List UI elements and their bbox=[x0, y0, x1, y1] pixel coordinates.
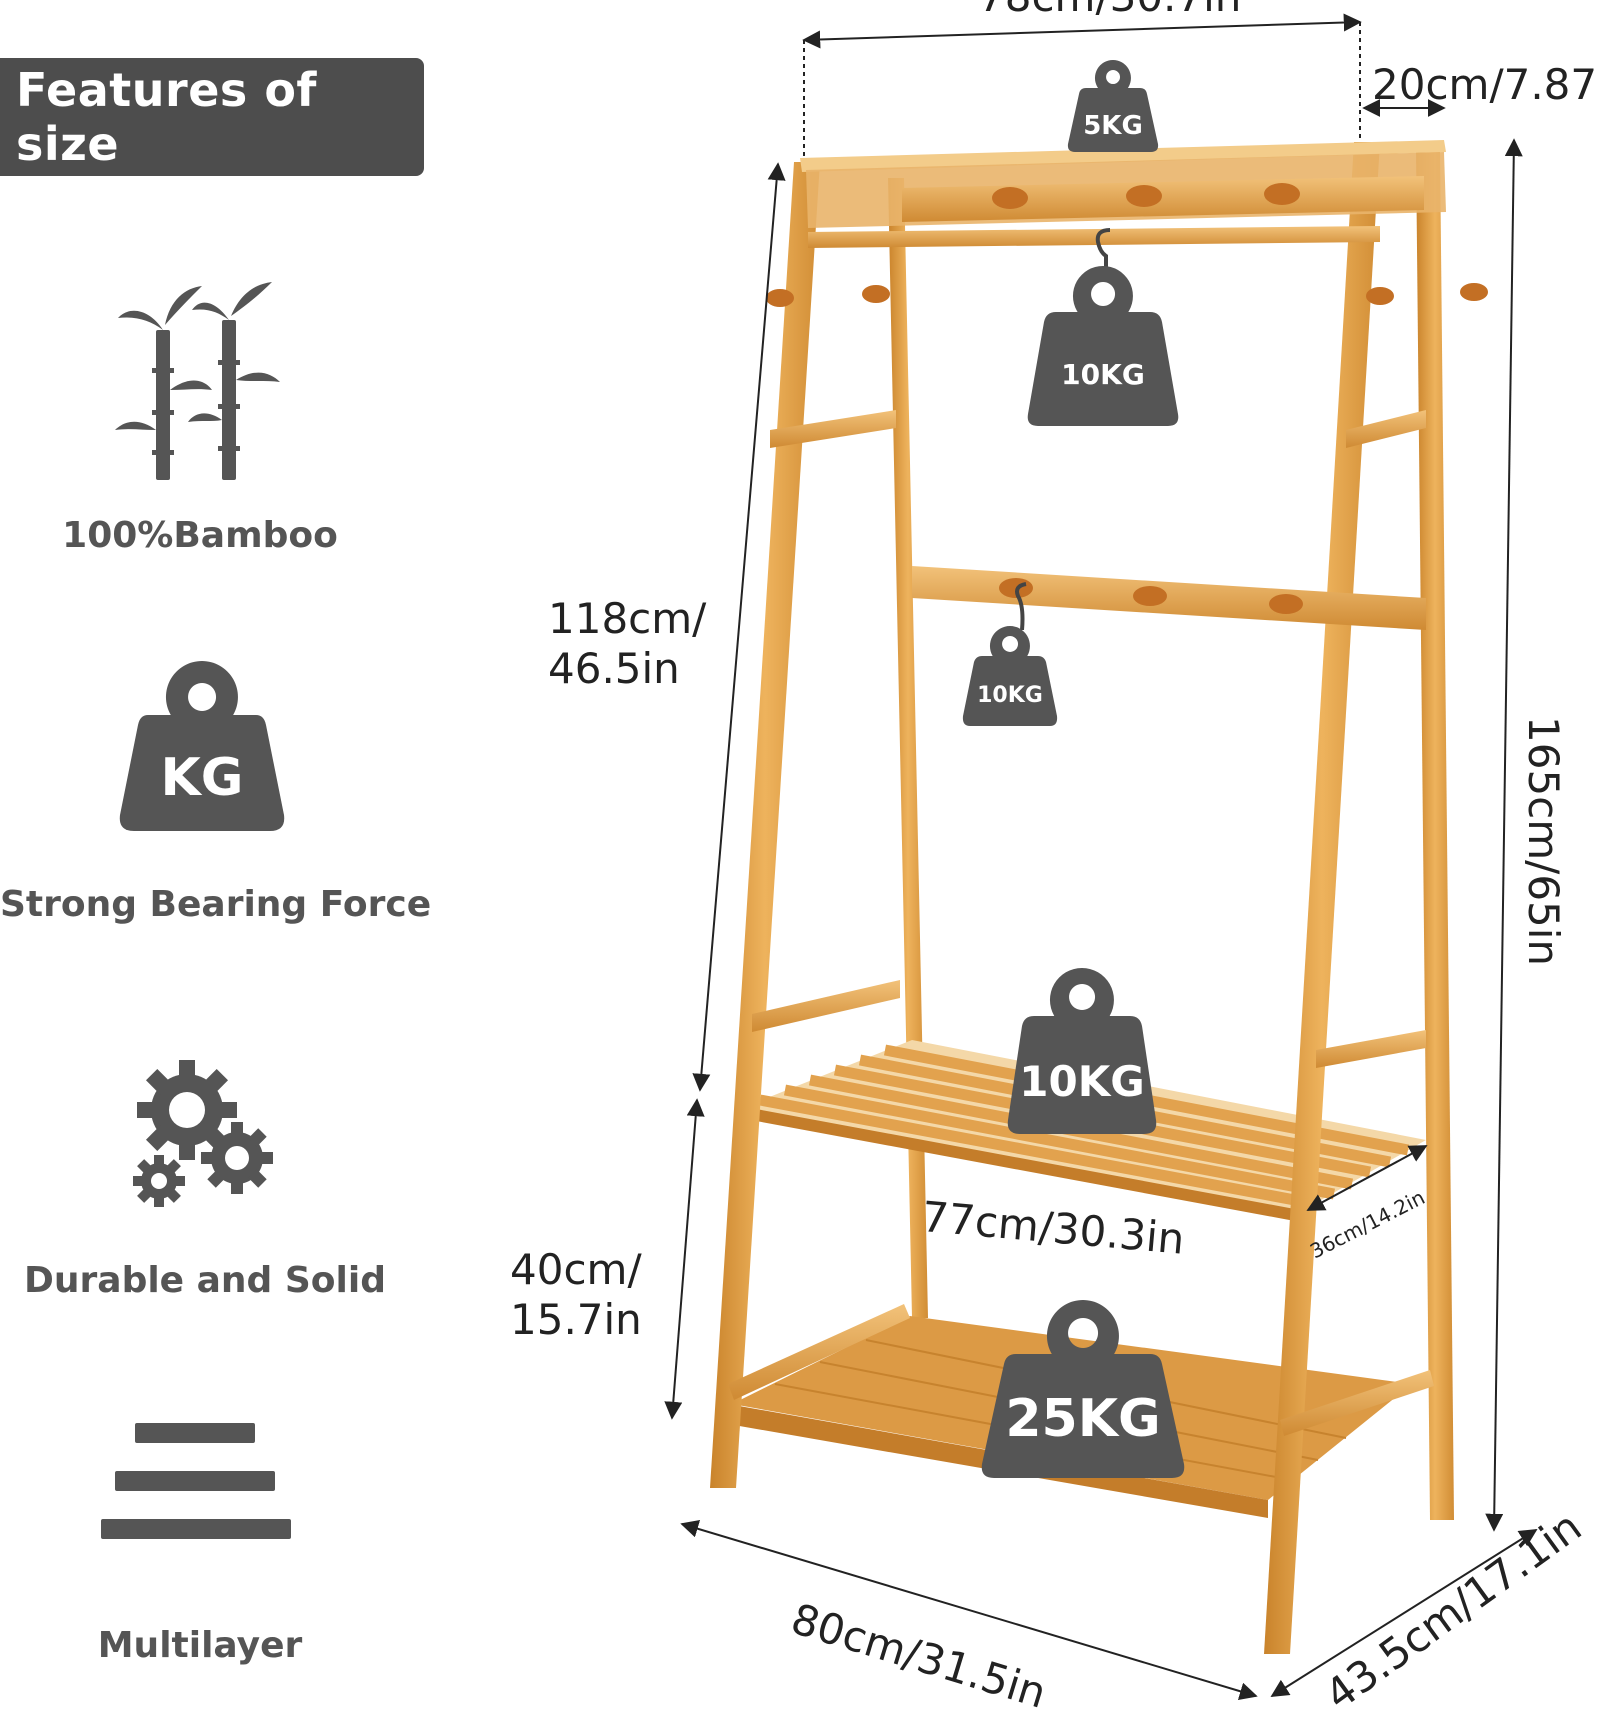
layers-icon bbox=[101, 1423, 291, 1539]
dim-top-depth: 20cm/7.87 bbox=[1372, 60, 1598, 109]
weight-middle-hooks: 10KG bbox=[977, 683, 1043, 708]
title-badge: Features of size bbox=[0, 58, 424, 176]
rack-top-shelf bbox=[800, 140, 1446, 172]
kg-icon-text: KG bbox=[161, 748, 244, 808]
dim-lower-height-line2: 15.7in bbox=[510, 1295, 642, 1345]
dim-lower-height: 40cm/ 15.7in bbox=[510, 1245, 642, 1346]
page-title: Features of size bbox=[16, 63, 317, 171]
rack-back-right-leg bbox=[1416, 150, 1454, 1520]
weight-top-shelf: 5KG bbox=[1083, 111, 1143, 141]
kg-weight-icon: KG bbox=[119, 661, 285, 831]
dim-top-width: 78cm/30.7in bbox=[978, 0, 1241, 22]
feature-label-durable: Durable and Solid bbox=[24, 1260, 386, 1301]
feature-label-bearing: Strong Bearing Force bbox=[0, 884, 432, 925]
weight-bottom-shelf: 25KG bbox=[1005, 1389, 1160, 1449]
dim-upper-height-line2: 46.5in bbox=[548, 644, 680, 694]
weight-tag-middle-shelf: 10KG bbox=[1007, 968, 1157, 1134]
rack-hooks bbox=[766, 183, 1488, 614]
dim-upper-height-line1: 118cm/ bbox=[548, 594, 707, 643]
feature-label-multilayer: Multilayer bbox=[97, 1625, 303, 1666]
rack-front-right-leg bbox=[1264, 142, 1380, 1654]
hook-icon bbox=[1015, 582, 1027, 630]
feature-label-bamboo: 100%Bamboo bbox=[62, 515, 338, 556]
dim-lower-height-line1: 40cm/ bbox=[510, 1245, 642, 1294]
dim-upper-height: 118cm/ 46.5in bbox=[548, 594, 706, 695]
weight-tag-hanging-rail: 10KG bbox=[1027, 266, 1179, 426]
dim-total-height: 165cm/65in bbox=[1519, 716, 1568, 967]
weight-tag-bottom-shelf: 25KG bbox=[981, 1300, 1185, 1478]
weight-hanging-rail: 10KG bbox=[1061, 358, 1145, 391]
bamboo-icon bbox=[115, 282, 280, 480]
weight-tag-middle-hooks: 10KG bbox=[962, 626, 1058, 726]
weight-middle-shelf: 10KG bbox=[1019, 1057, 1144, 1106]
rack-hanging-rail bbox=[808, 226, 1380, 248]
weight-tag-top-shelf: 5KG bbox=[1067, 60, 1159, 152]
gears-icon bbox=[133, 1060, 273, 1207]
rack-middle-hook-bar bbox=[912, 566, 1426, 630]
rack-back-left-leg bbox=[888, 178, 928, 1318]
hook-icon bbox=[1095, 228, 1111, 270]
